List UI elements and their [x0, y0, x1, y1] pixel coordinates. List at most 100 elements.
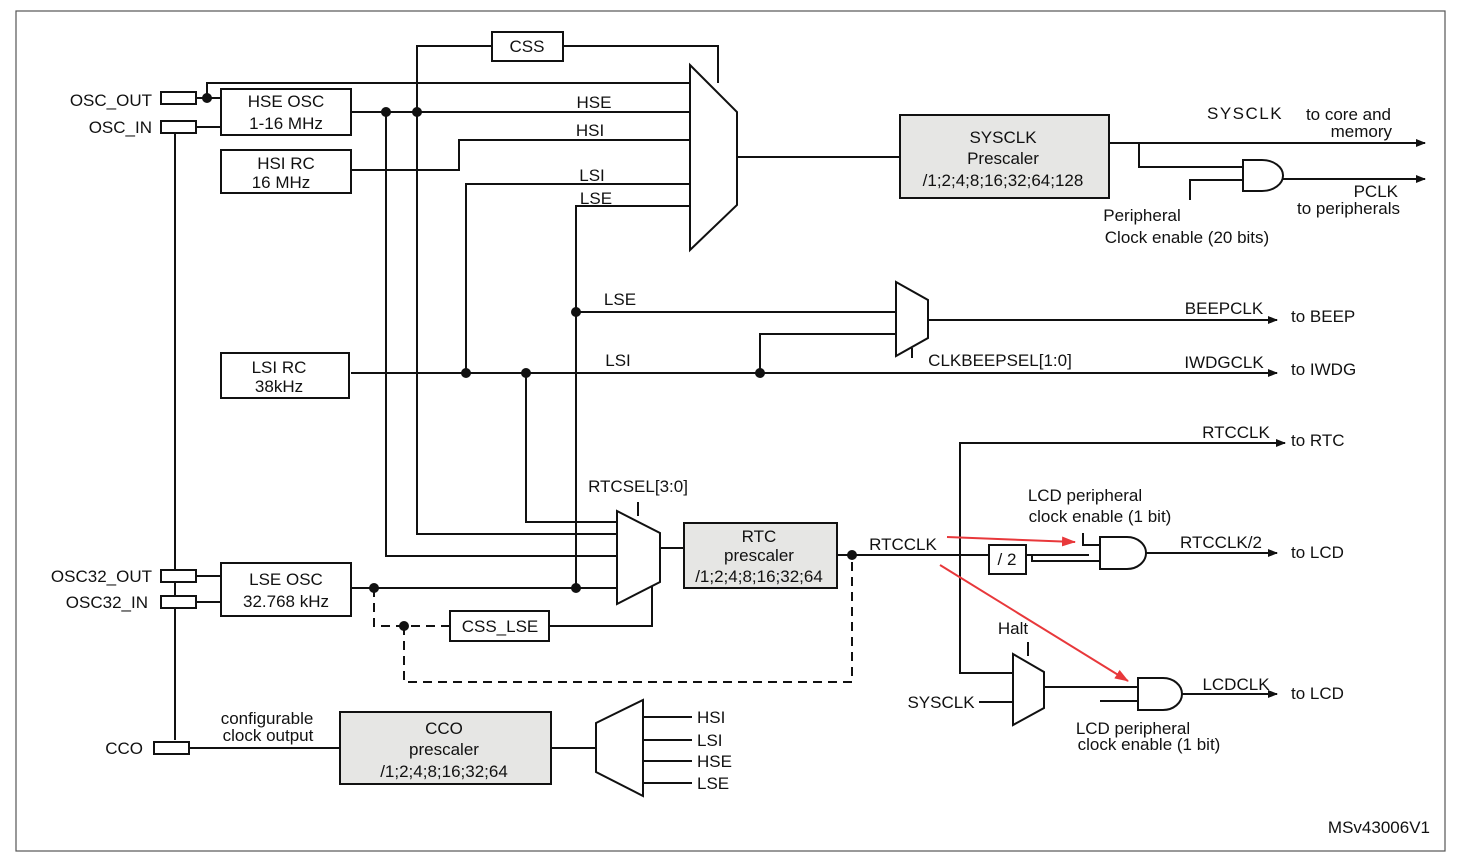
lsi-mux-signal-label: LSI	[579, 166, 605, 185]
lcd-dest-b-label: to LCD	[1291, 684, 1344, 703]
rtcsel-label: RTCSEL[3:0]	[588, 477, 688, 496]
iwdg-dest-label: to IWDG	[1291, 360, 1356, 379]
sysclk-input-label: SYSCLK	[907, 693, 975, 712]
hsi-signal-label: HSI	[576, 121, 604, 140]
figure-frame	[15, 10, 1446, 852]
rtc-prescaler-ratios: /1;2;4;8;16;32;64	[695, 567, 823, 586]
lcd-dest-a-label: to LCD	[1291, 543, 1344, 562]
clock-output-label: clock output	[223, 726, 314, 745]
cco-prescaler-ratios: /1;2;4;8;16;32;64	[380, 762, 508, 781]
sysclk-mux	[689, 62, 738, 253]
css-lse-block	[449, 610, 550, 642]
rtc-prescaler-block	[683, 522, 838, 589]
sysclk-prescaler-sub: Prescaler	[967, 149, 1039, 168]
hsi-rc-freq: 16 MHz	[252, 173, 311, 192]
lsi-rc-block	[220, 352, 350, 399]
junction-dot	[521, 368, 531, 378]
junction-dot	[399, 621, 409, 631]
rtcclk2-label: RTCCLK/2	[1180, 533, 1262, 552]
periph-enable-line2: Clock enable (20 bits)	[1105, 228, 1269, 247]
sysclk-output-label: SYSCLK	[1207, 104, 1283, 123]
pclk-dest-label: to peripherals	[1297, 199, 1400, 218]
lcdclk-label: LCDCLK	[1202, 675, 1270, 694]
rtc-mux	[616, 509, 661, 606]
pclk-and-gate	[1242, 159, 1285, 192]
css-block	[491, 31, 564, 62]
junction-dot	[571, 307, 581, 317]
halt-label: Halt	[998, 619, 1029, 638]
css-label: CSS	[510, 37, 545, 56]
rtcclk2-and-gate	[1099, 536, 1147, 570]
rtcclk-output-label: RTCCLK	[1202, 423, 1270, 442]
osc-in-label: OSC_IN	[89, 118, 152, 137]
hse-osc-freq: 1-16 MHz	[249, 114, 323, 133]
hse-osc-block	[220, 88, 352, 136]
lsi-signal-label: LSI	[605, 351, 631, 370]
junction-dot	[412, 107, 422, 117]
lse-mux-signal-label: LSE	[580, 189, 612, 208]
sysclk-dest-line1: to core and	[1306, 105, 1391, 124]
hsi-rc-title: HSI RC	[257, 154, 315, 173]
iwdgclk-label: IWDGCLK	[1184, 353, 1264, 372]
junction-dot	[571, 583, 581, 593]
cco-lsi-label: LSI	[697, 731, 723, 750]
osc32-in-pin	[160, 595, 197, 609]
junction-dot	[369, 583, 379, 593]
beepclk-label: BEEPCLK	[1185, 299, 1264, 318]
cco-hse-label: HSE	[697, 752, 732, 771]
cco-lse-label: LSE	[697, 774, 729, 793]
beep-dest-label: to BEEP	[1291, 307, 1355, 326]
lse-osc-block	[220, 562, 352, 617]
sysclk-prescaler-ratios: /1;2;4;8;16;32;64;128	[923, 171, 1084, 190]
rtc-dest-label: to RTC	[1291, 431, 1345, 450]
lcd-enable-a-line2: clock enable (1 bit)	[1029, 507, 1172, 526]
figure-id-label: MSv43006V1	[1328, 818, 1430, 837]
osc-in-pin	[160, 120, 197, 134]
div2-label: / 2	[998, 550, 1017, 569]
osc-out-label: OSC_OUT	[70, 91, 152, 110]
lsi-rc-freq: 38kHz	[255, 377, 303, 396]
cco-mux	[595, 698, 644, 798]
junction-dot	[381, 107, 391, 117]
sysclk-prescaler-block	[899, 114, 1110, 199]
cco-prescaler-sub: prescaler	[409, 740, 479, 759]
periph-enable-line1: Peripheral	[1103, 206, 1181, 225]
rtc-prescaler-title: RTC	[742, 527, 777, 546]
lcdclk-and-gate	[1137, 677, 1183, 711]
lcd-mux	[1012, 652, 1045, 727]
sysclk-dest-line2: memory	[1331, 122, 1393, 141]
cco-pin	[153, 741, 190, 755]
rtcclk-line-label: RTCCLK	[869, 535, 937, 554]
css-lse-label: CSS_LSE	[462, 617, 539, 636]
configurable-label: configurable	[221, 709, 314, 728]
clkbeepsel-label: CLKBEEPSEL[1:0]	[928, 351, 1072, 370]
junction-dot	[847, 550, 857, 560]
junction-dot	[755, 368, 765, 378]
sysclk-prescaler-title: SYSCLK	[969, 128, 1037, 147]
osc-out-pin	[160, 91, 197, 105]
junction-dot	[461, 368, 471, 378]
rtc-prescaler-sub: prescaler	[724, 546, 794, 565]
cco-prescaler-title: CCO	[425, 719, 463, 738]
hsi-rc-block	[220, 149, 352, 194]
lse-signal-label: LSE	[604, 290, 636, 309]
lcd-enable-a-line1: LCD peripheral	[1028, 486, 1142, 505]
osc32-out-label: OSC32_OUT	[51, 567, 152, 586]
osc32-out-pin	[160, 569, 197, 583]
osc32-in-label: OSC32_IN	[66, 593, 148, 612]
junction-dot	[202, 93, 212, 103]
lsi-rc-title: LSI RC	[252, 358, 307, 377]
div2-block	[988, 544, 1027, 575]
lcd-enable-b-line1: LCD peripheral	[1076, 719, 1190, 738]
cco-hsi-label: HSI	[697, 708, 725, 727]
hse-signal-label: HSE	[577, 93, 612, 112]
cco-prescaler-block	[339, 711, 552, 785]
hse-osc-title: HSE OSC	[248, 92, 325, 111]
pclk-label: PCLK	[1354, 182, 1399, 201]
lse-osc-freq: 32.768 kHz	[243, 592, 329, 611]
beep-mux	[895, 280, 929, 358]
lcd-enable-b-line2: clock enable (1 bit)	[1078, 735, 1221, 754]
lse-osc-title: LSE OSC	[249, 570, 323, 589]
